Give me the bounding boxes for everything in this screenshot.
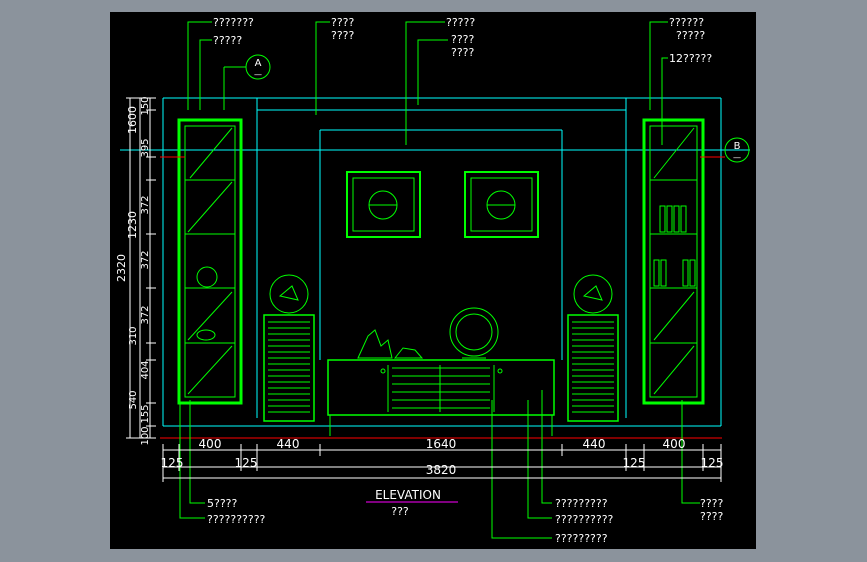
pedestal-left xyxy=(263,314,315,422)
drawing-area xyxy=(110,12,756,549)
dim-d11: 155 xyxy=(140,404,151,423)
callout-b6-l1: ???? xyxy=(700,497,724,510)
dim-b6: 125 xyxy=(161,456,184,470)
dim-b5: 400 xyxy=(663,437,686,451)
dim-total: 2320 xyxy=(115,254,128,282)
dim-b8: 125 xyxy=(623,456,646,470)
dim-d10: 540 xyxy=(128,390,139,409)
callout-b2: ?????????? xyxy=(207,513,266,526)
tv-console xyxy=(327,359,555,436)
title-main: ELEVATION xyxy=(375,488,441,502)
title-sub: ??? xyxy=(391,505,409,518)
dim-d9: 404 xyxy=(140,360,151,379)
vase-left xyxy=(269,274,309,314)
callout-c4: ????? xyxy=(446,16,475,29)
left-dimension-texts: 2320 1600 1230 150 395 372 372 372 310 4… xyxy=(115,96,151,445)
callout-c1: ??????? xyxy=(213,16,254,29)
dim-b9: 125 xyxy=(701,456,724,470)
dim-d2: 1230 xyxy=(126,211,139,239)
callouts-bottom: 5???? ?????????? ????????? ?????????? ??… xyxy=(207,497,724,545)
dim-b2: 440 xyxy=(277,437,300,451)
datum-lines xyxy=(160,156,725,439)
callout-b4: ?????????? xyxy=(555,513,614,526)
dim-d1: 1600 xyxy=(126,106,139,134)
dim-b1: 400 xyxy=(199,437,222,451)
right-display-cabinet xyxy=(642,118,705,405)
callout-c3-l2: ???? xyxy=(331,29,355,42)
drawing-title: ELEVATION ??? xyxy=(366,488,458,518)
callout-c5-l2: ???? xyxy=(451,46,475,59)
dim-d8: 310 xyxy=(128,326,139,345)
dim-b7: 125 xyxy=(235,456,258,470)
vase-right xyxy=(573,274,613,314)
section-marker-a: A — xyxy=(223,54,271,110)
picture-frame-right xyxy=(464,171,539,238)
callout-c6: ?????? xyxy=(669,16,704,29)
marker-b-sub: — xyxy=(733,153,741,162)
dim-d6: 372 xyxy=(140,250,151,269)
callouts-top: ??????? ????? ???? ???? ????? ???? ???? … xyxy=(213,16,712,65)
dim-b3: 1640 xyxy=(426,437,457,451)
dim-d3: 150 xyxy=(140,96,151,115)
dim-d7: 372 xyxy=(140,305,151,324)
callout-b3: ????????? xyxy=(555,497,608,510)
pedestal-right xyxy=(567,314,619,422)
left-dimension-lines xyxy=(126,97,156,439)
picture-frame-left xyxy=(346,171,421,238)
dim-total-width: 3820 xyxy=(426,463,457,477)
marker-a-sub: — xyxy=(254,70,262,79)
callout-c3-l1: ???? xyxy=(331,16,355,29)
dim-d12: 100 xyxy=(140,426,151,445)
marker-a-label: A xyxy=(255,58,262,69)
callout-c8: 12????? xyxy=(669,52,712,65)
dim-d4: 395 xyxy=(140,138,151,157)
dim-d5: 372 xyxy=(140,195,151,214)
rock-ornament xyxy=(357,329,424,359)
dim-b4: 440 xyxy=(583,437,606,451)
callout-b1: 5???? xyxy=(207,497,238,510)
callout-c5-l1: ???? xyxy=(451,33,475,46)
callout-b5: ????????? xyxy=(555,532,608,545)
bottom-dimension-texts: 400 440 1640 440 400 125 125 125 125 382… xyxy=(161,437,724,477)
section-marker-b: B — xyxy=(724,137,750,163)
callout-c7: ????? xyxy=(676,29,705,42)
callout-c2: ????? xyxy=(213,34,242,47)
decorative-plate xyxy=(449,307,499,359)
leader-lines xyxy=(179,21,700,539)
bottom-dimension-lines xyxy=(162,444,722,482)
left-display-cabinet xyxy=(177,118,243,405)
marker-b-label: B xyxy=(734,141,741,152)
callout-b6-l2: ???? xyxy=(700,510,724,523)
